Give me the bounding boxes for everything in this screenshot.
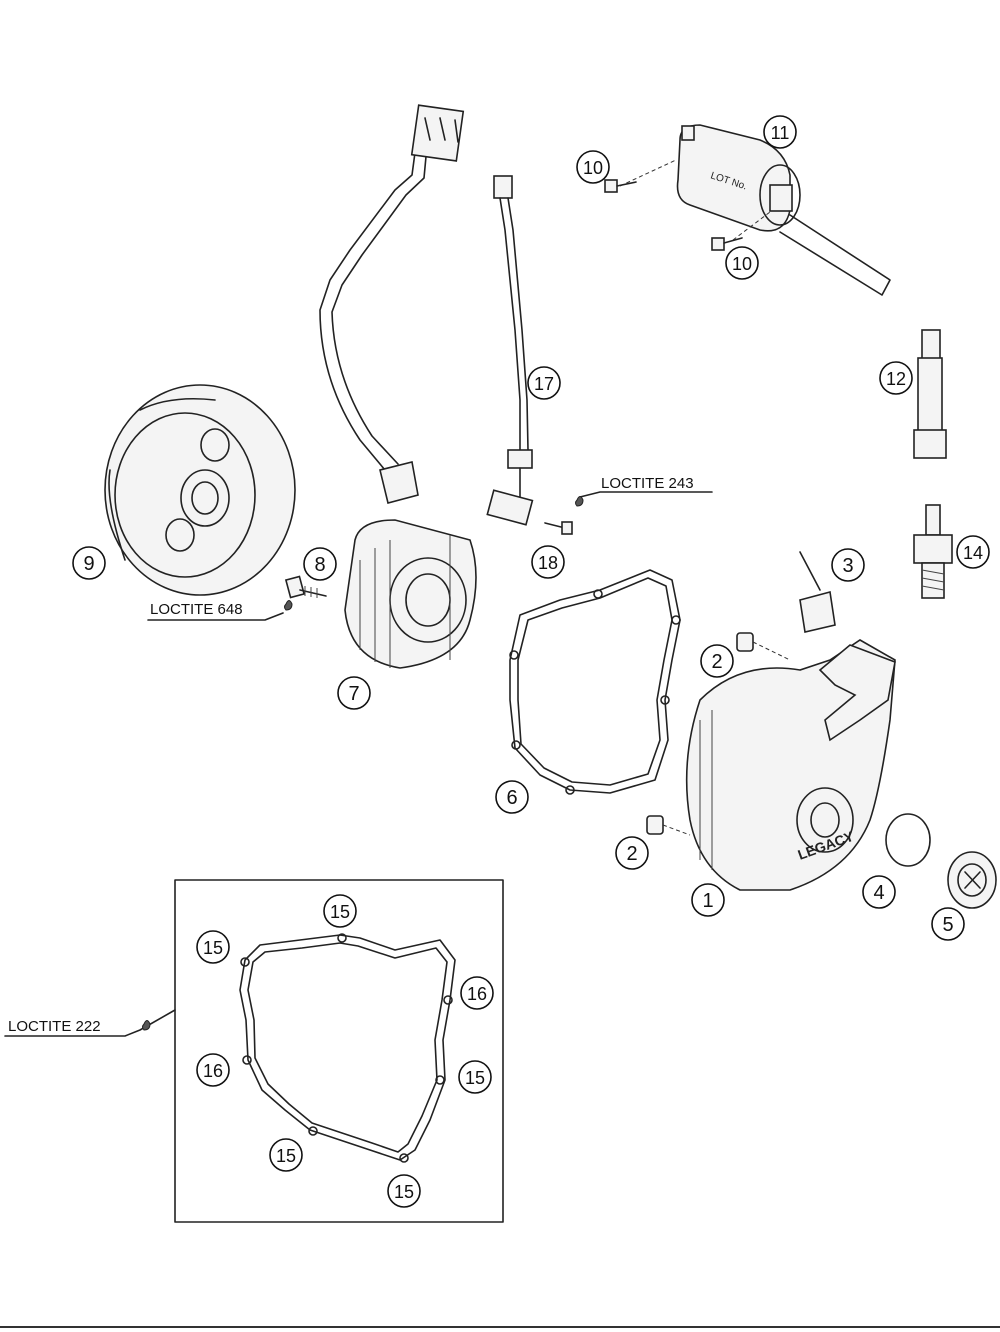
callout-15b: 15 bbox=[196, 930, 230, 964]
svg-text:1: 1 bbox=[702, 890, 713, 912]
callout-16a: 16 bbox=[460, 976, 494, 1010]
svg-text:7: 7 bbox=[348, 683, 359, 705]
callout-16b: 16 bbox=[196, 1053, 230, 1087]
svg-text:16: 16 bbox=[203, 1061, 223, 1081]
svg-text:8: 8 bbox=[314, 554, 325, 576]
loctite-648-marker: LOCTITE 648 bbox=[147, 600, 293, 621]
callout-2b: 2 bbox=[615, 836, 649, 870]
o-ring bbox=[885, 813, 931, 867]
callout-1: 1 bbox=[691, 883, 725, 917]
dowel-pins bbox=[646, 632, 791, 836]
svg-text:14: 14 bbox=[963, 543, 983, 563]
callout-9: 9 bbox=[72, 546, 106, 580]
svg-text:9: 9 bbox=[83, 553, 94, 575]
stator-screw bbox=[284, 575, 327, 599]
cover-gasket bbox=[509, 569, 681, 795]
spark-plug bbox=[913, 504, 953, 599]
loctite-243-marker: LOCTITE 243 bbox=[575, 475, 713, 507]
svg-text:15: 15 bbox=[203, 938, 223, 958]
svg-text:6: 6 bbox=[506, 787, 517, 809]
callout-12: 12 bbox=[879, 361, 913, 395]
callout-15d: 15 bbox=[269, 1138, 303, 1172]
spark-plug-cap bbox=[913, 329, 947, 459]
callout-6: 6 bbox=[495, 780, 529, 814]
svg-text:2: 2 bbox=[626, 843, 637, 865]
svg-text:15: 15 bbox=[276, 1146, 296, 1166]
callout-5: 5 bbox=[931, 907, 965, 941]
callout-10b: 10 bbox=[725, 246, 759, 280]
loctite-648-label: LOCTITE 648 bbox=[150, 601, 243, 618]
callout-7: 7 bbox=[337, 676, 371, 710]
callout-2a: 2 bbox=[700, 644, 734, 678]
svg-text:15: 15 bbox=[465, 1068, 485, 1088]
callout-14: 14 bbox=[956, 535, 990, 569]
svg-text:17: 17 bbox=[534, 374, 554, 394]
svg-text:16: 16 bbox=[467, 984, 487, 1004]
callout-10a: 10 bbox=[576, 150, 610, 184]
svg-text:15: 15 bbox=[394, 1182, 414, 1202]
sensor-cable bbox=[486, 175, 534, 526]
svg-text:10: 10 bbox=[583, 158, 603, 178]
loctite-222-label: LOCTITE 222 bbox=[8, 1018, 101, 1035]
cable-grommet bbox=[799, 551, 836, 633]
callout-3: 3 bbox=[831, 548, 865, 582]
flywheel-rotor bbox=[104, 384, 296, 596]
callout-15e: 15 bbox=[387, 1174, 421, 1208]
callout-8: 8 bbox=[303, 547, 337, 581]
svg-text:12: 12 bbox=[886, 369, 906, 389]
cover-plug bbox=[947, 851, 997, 909]
svg-text:2: 2 bbox=[711, 651, 722, 673]
ignition-coil: LOT No. bbox=[604, 124, 891, 296]
callout-17: 17 bbox=[527, 366, 561, 400]
callout-15a: 15 bbox=[323, 894, 357, 928]
loctite-243-label: LOCTITE 243 bbox=[601, 475, 694, 492]
stator-assembly bbox=[319, 104, 477, 669]
callout-18: 18 bbox=[531, 545, 565, 579]
svg-text:3: 3 bbox=[842, 555, 853, 577]
callout-15c: 15 bbox=[458, 1060, 492, 1094]
callout-4: 4 bbox=[862, 875, 896, 909]
loctite-222-marker: LOCTITE 222 bbox=[4, 1009, 176, 1037]
svg-text:15: 15 bbox=[330, 902, 350, 922]
callout-11: 11 bbox=[763, 115, 797, 149]
svg-text:5: 5 bbox=[942, 914, 953, 936]
svg-text:11: 11 bbox=[771, 123, 790, 143]
svg-text:4: 4 bbox=[873, 882, 884, 904]
sensor-screw bbox=[544, 521, 573, 535]
svg-text:10: 10 bbox=[732, 254, 752, 274]
screw-set-box bbox=[174, 879, 504, 1223]
svg-text:18: 18 bbox=[538, 553, 558, 573]
ignition-cover: LEGACY bbox=[685, 639, 896, 891]
